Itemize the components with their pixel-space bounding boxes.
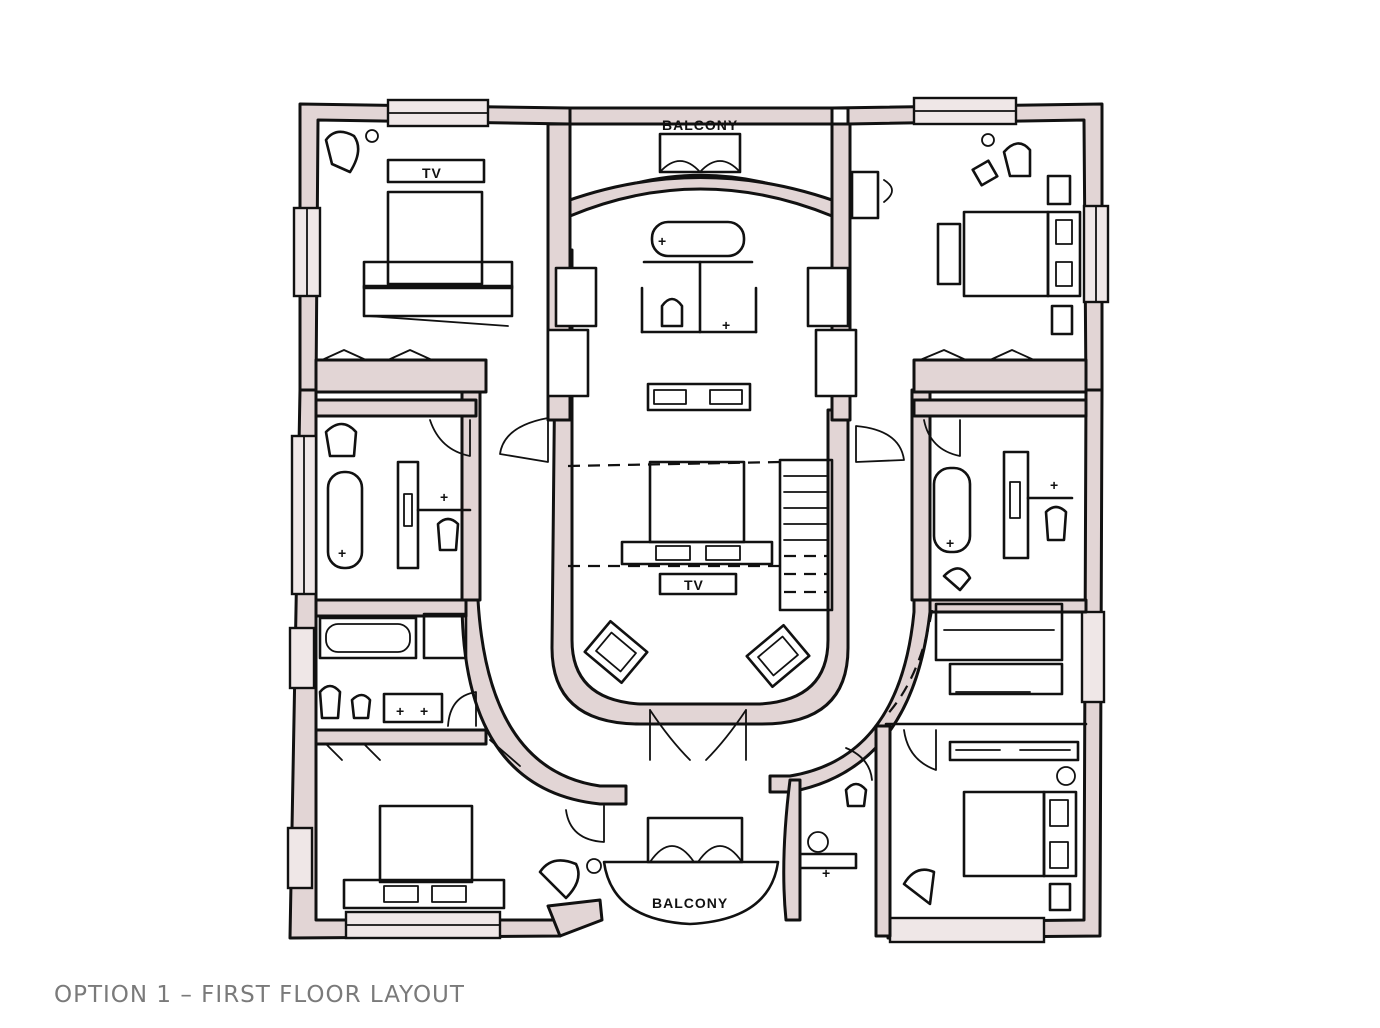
bedroom-bottom-right: +	[782, 724, 1080, 938]
svg-text:+: +	[338, 545, 347, 561]
bathroom-left: + +	[314, 398, 549, 570]
bedroom-top-right	[850, 133, 1088, 394]
balcony-top-label: BALCONY	[662, 117, 738, 133]
tv-label-top-left: TV	[422, 165, 442, 181]
svg-text:+: +	[722, 317, 731, 333]
outer-walls	[288, 102, 1104, 940]
balcony-bottom: BALCONY	[602, 816, 780, 926]
svg-text:+: +	[440, 489, 449, 505]
bedroom-top-left: TV	[314, 129, 514, 394]
balcony-top: BALCONY	[658, 117, 742, 174]
svg-text:+: +	[396, 703, 405, 719]
svg-text:+: +	[1050, 477, 1059, 493]
tv-label-center: TV	[684, 577, 704, 593]
svg-text:+: +	[420, 703, 429, 719]
bedroom-bottom-left	[314, 728, 605, 910]
dressing-room-right	[883, 598, 1088, 726]
bathroom-right: + +	[855, 398, 1088, 592]
svg-text:+: +	[822, 865, 831, 881]
balcony-bottom-label: BALCONY	[652, 895, 728, 911]
svg-text:+: +	[946, 535, 955, 551]
layout-caption: OPTION 1 – FIRST FLOOR LAYOUT	[54, 982, 465, 1008]
windows	[286, 96, 1110, 944]
central-bathroom: + +	[546, 220, 858, 412]
svg-text:+: +	[658, 233, 667, 249]
central-bedroom: TV	[567, 458, 834, 761]
